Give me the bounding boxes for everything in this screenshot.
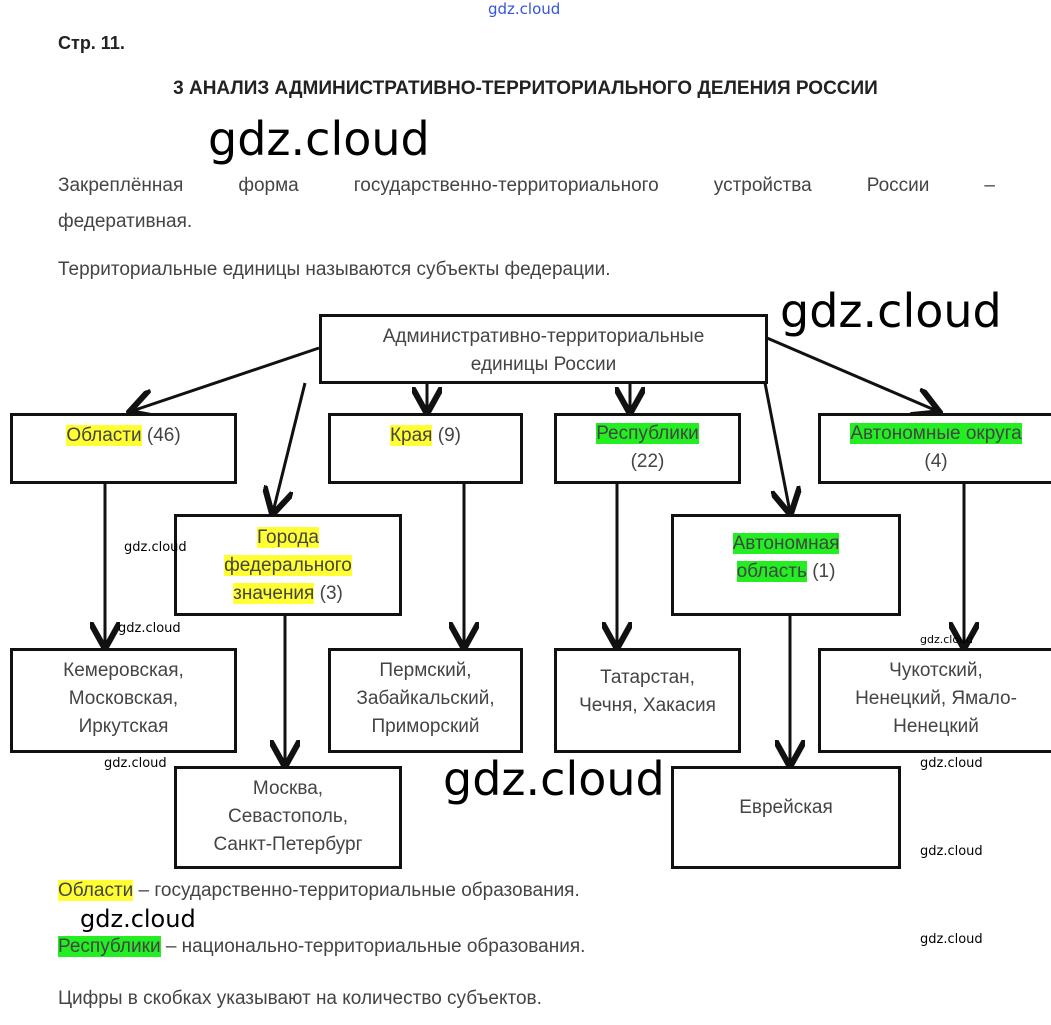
respubliki-box: Республики (22) [554, 413, 741, 484]
example: Санкт-Петербург [213, 834, 363, 855]
respubliki-count: (22) [630, 451, 665, 472]
avt-oblast-count: (1) [812, 561, 836, 582]
avt-oblast-box: Автономная область (1) [671, 514, 901, 616]
avt-oblast-examples-box: Еврейская [671, 766, 901, 869]
intro-line-1: Закреплённая форма государственно-террит… [58, 175, 995, 196]
goroda-count: (3) [319, 583, 343, 604]
watermark: gdz.cloud [920, 756, 983, 771]
note-1-text: – государственно-территориальные образов… [133, 880, 580, 901]
note-2-term: Республики [58, 936, 161, 957]
watermark: gdz.cloud [780, 284, 1002, 338]
kraya-count: (9) [437, 425, 461, 446]
okruga-count: (4) [924, 451, 948, 472]
watermark: gdz.cloud [488, 0, 561, 18]
arrow-goroda [273, 382, 307, 512]
watermark: gdz.cloud [118, 621, 181, 636]
watermark: gdz.cloud [208, 112, 430, 166]
note-1-term: Области [58, 880, 134, 901]
goroda-label-1: Города [257, 527, 319, 548]
root-line-1: Административно-территориальные [382, 326, 705, 347]
respubliki-examples-box: Татарстан, Чечня, Хакасия [554, 648, 741, 753]
example: Пермский, [379, 660, 472, 681]
example: Ненецкий [893, 716, 979, 737]
example: Иркутская [78, 716, 169, 737]
note-2: Республики – национально-территориальные… [58, 936, 585, 958]
watermark: gdz.cloud [920, 633, 974, 646]
goroda-label-3: значения [233, 583, 315, 604]
example: Чечня, Хакасия [579, 695, 716, 716]
root-line-2: единицы России [470, 354, 617, 375]
arrow-okruga [766, 336, 937, 411]
oblasti-examples-box: Кемеровская, Московская, Иркутская [10, 648, 237, 753]
example: Кемеровская, [63, 660, 184, 681]
watermark: gdz.cloud [920, 844, 983, 859]
example: Чукотский, [889, 660, 983, 681]
arrow-avt-oblast [763, 382, 790, 512]
watermark: gdz.cloud [920, 932, 983, 947]
watermark: gdz.cloud [80, 905, 196, 933]
page-number: Стр. 11. [58, 33, 125, 53]
watermark: gdz.cloud [443, 752, 665, 806]
section-title: 3 АНАЛИЗ АДМИНИСТРАТИВНО-ТЕРРИТОРИАЛЬНОГ… [173, 78, 878, 99]
example: Севастополь, [228, 806, 348, 827]
arrow-oblasti [132, 346, 320, 411]
example: Ненецкий, Ямало- [855, 688, 1017, 709]
example: Еврейская [739, 797, 833, 818]
okruga-examples-box: Чукотский, Ненецкий, Ямало- Ненецкий [818, 648, 1051, 753]
respubliki-label: Республики [596, 423, 699, 444]
kraya-box: Края (9) [328, 413, 523, 484]
oblasti-label: Области [66, 425, 142, 446]
note-2-text: – национально-территориальные образовани… [160, 936, 586, 957]
okruga-box: Автономные округа (4) [818, 413, 1051, 484]
avt-oblast-label-2: область [736, 561, 807, 582]
kraya-examples-box: Пермский, Забайкальский, Приморский [328, 648, 523, 753]
goroda-box: Города федерального значения (3) [174, 514, 402, 616]
example: Московская, [68, 688, 179, 709]
example: Татарстан, [600, 667, 695, 688]
kraya-label: Края [389, 425, 433, 446]
watermark: gdz.cloud [124, 540, 187, 555]
goroda-label-2: федерального [224, 555, 352, 576]
intro-line-2: федеративная. [58, 211, 193, 232]
example: Забайкальский, [356, 688, 495, 709]
intro-line-3: Территориальные единицы называются субъе… [58, 259, 611, 280]
okruga-label: Автономные округа [850, 423, 1022, 444]
example: Москва, [252, 778, 324, 799]
oblasti-count: (46) [146, 425, 181, 446]
oblasti-box: Области (46) [10, 413, 237, 484]
avt-oblast-label-1: Автономная [732, 533, 840, 554]
watermark: gdz.cloud [104, 756, 167, 771]
example: Приморский [371, 716, 480, 737]
note-3: Цифры в скобках указывают на количество … [58, 988, 542, 1009]
goroda-examples-box: Москва, Севастополь, Санкт-Петербург [174, 766, 402, 869]
note-1: Области – государственно-территориальные… [58, 880, 580, 902]
root-box: Административно-территориальные единицы … [319, 314, 768, 384]
